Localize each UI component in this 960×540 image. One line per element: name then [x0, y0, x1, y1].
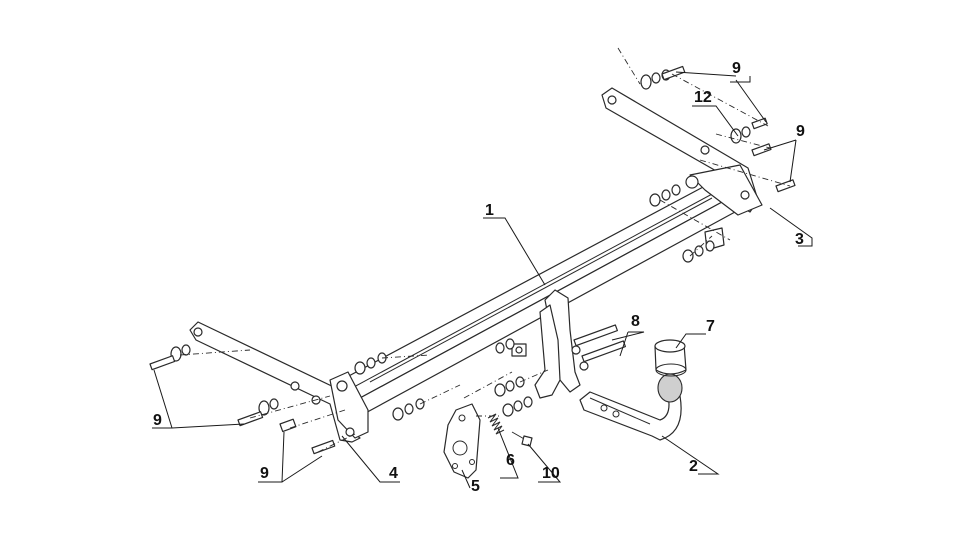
callout-9-top: 9 — [732, 60, 741, 77]
callout-4: 4 — [389, 465, 398, 482]
callout-9-left-bottom: 9 — [260, 465, 269, 482]
right-bracket — [601, 87, 763, 251]
callout-8: 8 — [631, 313, 640, 330]
spring — [487, 413, 505, 435]
long-bolts — [571, 324, 626, 371]
callout-10: 10 — [542, 465, 560, 482]
washers-right-mid — [730, 117, 768, 144]
callout-1: 1 — [485, 202, 494, 219]
callout-7: 7 — [706, 318, 715, 335]
center-bracket — [511, 289, 581, 399]
tow-ball-neck — [579, 373, 683, 441]
callout-9-right: 9 — [796, 123, 805, 140]
assembly-lines — [179, 47, 791, 453]
socket-plate — [443, 403, 481, 479]
callout-6: 6 — [506, 452, 515, 469]
callout-9-left-mid: 9 — [153, 412, 162, 429]
ball-cap — [654, 339, 687, 377]
callout-5: 5 — [471, 478, 480, 495]
screw — [511, 431, 533, 447]
leader-lines — [152, 71, 813, 489]
callout-12: 12 — [694, 89, 712, 106]
left-bracket — [189, 321, 369, 443]
callouts: 1 2 3 4 5 6 7 8 9 9 9 9 10 12 — [153, 60, 805, 495]
nuts-crossbar-right — [649, 184, 715, 263]
callout-2: 2 — [689, 458, 698, 475]
short-bolts — [149, 65, 796, 455]
callout-3: 3 — [795, 231, 804, 248]
